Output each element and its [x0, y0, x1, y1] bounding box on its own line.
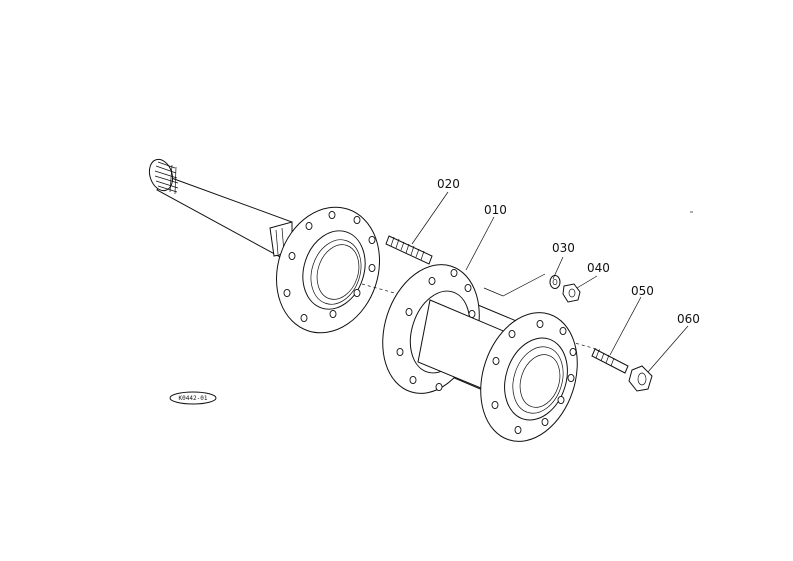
washer-030: [549, 275, 561, 289]
leader-020: [411, 191, 449, 245]
leader-hub-to-washer: [483, 273, 546, 297]
leader-040: [576, 275, 598, 289]
leader-030: [552, 256, 564, 280]
nut-060: [628, 365, 653, 392]
leader-060: [647, 325, 689, 373]
callout-020: 020: [437, 177, 460, 191]
callout-050: 050: [631, 284, 654, 298]
leader-050: [609, 296, 642, 356]
stud-bolt-020: [385, 235, 433, 265]
callout-010: 010: [484, 203, 507, 217]
leader-lines: [411, 191, 689, 373]
callout-040: 040: [587, 261, 610, 275]
spacer-hub-010: [382, 264, 578, 442]
leader-010: [465, 216, 495, 271]
axle-shaft: [148, 158, 293, 259]
nut-040: [562, 283, 581, 303]
shaft-flange: [275, 206, 381, 334]
reference-code-badge: K0442-01: [169, 391, 217, 405]
callout-030: 030: [552, 241, 575, 255]
callout-060: 060: [677, 312, 700, 326]
bolt-050: [591, 348, 629, 374]
reference-code: K0442-01: [179, 395, 208, 402]
